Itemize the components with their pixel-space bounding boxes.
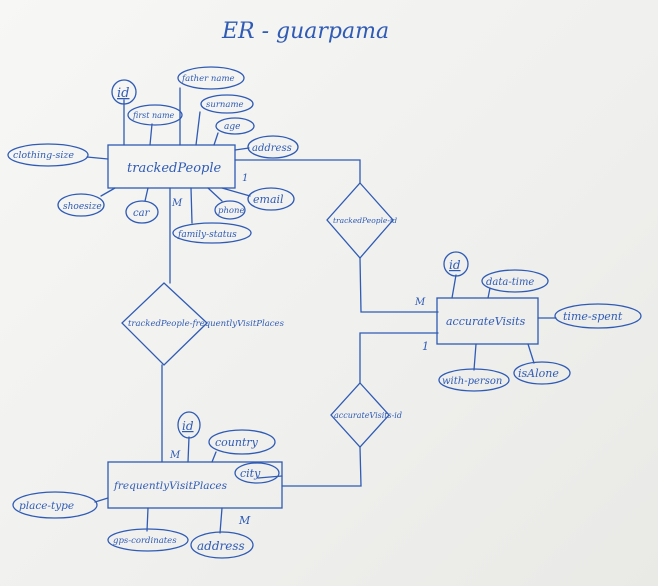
relationship-accurate-visits-id[interactable]: accurateVisits-id <box>330 382 402 448</box>
relationship-accurate-visits-id-label: accurateVisits-id <box>334 411 402 420</box>
relationship-tracked-frequently[interactable]: trackedPeople-frequentlyVisitPlaces <box>121 282 285 366</box>
card-tp-m: M <box>171 198 183 209</box>
attr-tp-age: age <box>224 122 240 132</box>
relationship-tracked-frequently-label: trackedPeople-frequentlyVisitPlaces <box>128 319 285 329</box>
attributes-frequently-visit-places: id country city place-type gps-cordinate… <box>12 411 283 559</box>
attr-fp-country: country <box>215 436 259 449</box>
attr-tp-clothing-size: clothing-size <box>13 150 74 161</box>
card-av-m: M <box>414 297 426 308</box>
attr-av-is-alone: isAlone <box>518 367 559 380</box>
entity-frequently-visit-places[interactable]: frequentlyVisitPlaces <box>107 461 283 509</box>
attr-tp-email: email <box>253 193 284 206</box>
attr-fp-gps: gps-cordinates <box>113 536 177 546</box>
entity-accurate-visits[interactable]: accurateVisits <box>436 297 539 345</box>
attr-fp-address: address <box>197 539 245 553</box>
card-fvp-m-top: M <box>169 450 181 461</box>
relationship-lines <box>161 159 439 487</box>
attr-tp-car: car <box>133 208 151 219</box>
attr-fp-city: city <box>240 467 261 480</box>
attr-av-time-spent: time-spent <box>563 310 623 323</box>
attr-av-date-time: data-time <box>486 277 534 288</box>
attr-tp-first-name: first name <box>132 111 175 120</box>
card-tp-1: 1 <box>242 173 248 184</box>
attr-tp-id: id <box>117 86 129 101</box>
entity-tracked-people-label: trackedPeople <box>127 161 222 176</box>
entity-frequently-visit-places-label: frequentlyVisitPlaces <box>113 480 228 492</box>
attributes-accurate-visits: id data-time time-spent with-person isAl… <box>438 251 642 392</box>
card-av-1: 1 <box>422 340 429 353</box>
relationship-tracked-people-id[interactable]: trackedPeople-id <box>326 182 397 259</box>
relationship-tracked-people-id-label: trackedPeople-id <box>333 216 397 225</box>
attr-fp-id: id <box>182 419 194 433</box>
attr-tp-phone: phone <box>218 206 245 216</box>
attr-av-with-person: with-person <box>442 376 502 387</box>
attr-tp-address: address <box>252 143 292 154</box>
card-fvp-m-bottom: M <box>238 514 251 527</box>
attributes-tracked-people: id first name father name surname age ad… <box>7 66 299 244</box>
cardinality-labels: M 1 M M M 1 <box>169 173 429 527</box>
diagram-title: ER - guarpama <box>221 19 389 44</box>
attr-fp-place-type: place-type <box>19 500 74 512</box>
attr-tp-surname: surname <box>206 100 244 110</box>
attr-tp-shoe-size: shoesize <box>63 202 102 212</box>
attr-tp-father-name: father name <box>181 74 235 84</box>
attr-tp-family-status: family-status <box>177 230 237 240</box>
attr-av-id: id <box>449 258 461 272</box>
entity-accurate-visits-label: accurateVisits <box>446 315 526 328</box>
entity-tracked-people[interactable]: trackedPeople <box>107 144 236 189</box>
